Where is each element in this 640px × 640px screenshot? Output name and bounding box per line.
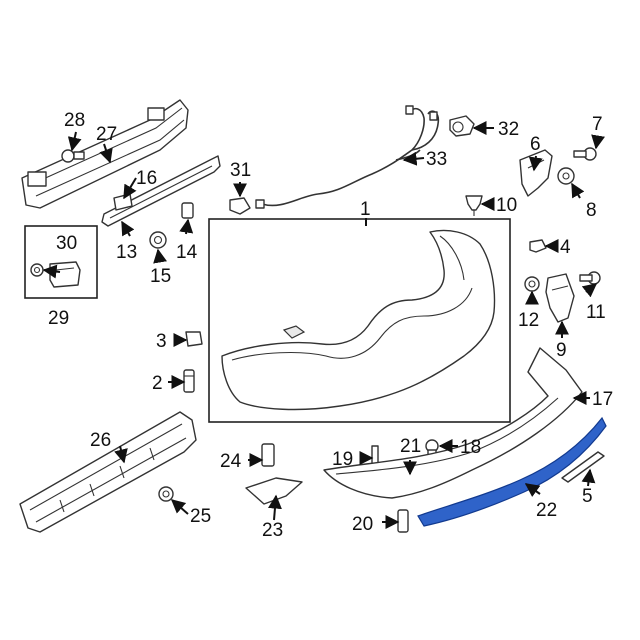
callout-2: 2 [152,373,163,394]
part-10-push-clip[interactable] [465,195,483,216]
callout-9: 9 [556,340,567,361]
part-33-wiring-harness[interactable] [255,105,440,209]
callout-15: 15 [150,266,171,287]
part-22-diffuser-highlighted[interactable] [417,416,607,527]
callout-8: 8 [586,200,597,221]
callout-27: 27 [96,124,117,145]
part-15-nut[interactable] [149,231,167,249]
callout-30: 30 [56,233,77,254]
callout-19: 19 [332,449,353,470]
callout-23: 23 [262,520,283,541]
part-2-bolt[interactable] [183,369,195,393]
part-9-side-bracket[interactable] [545,273,575,323]
callout-32: 32 [498,119,519,140]
part-25-nut[interactable] [158,486,174,502]
callout-14: 14 [176,242,198,263]
callout-22: 22 [536,500,557,521]
callout-10: 10 [496,195,517,216]
part-3-clip[interactable] [185,331,203,347]
part-24-bolt[interactable] [261,443,275,467]
part-4-clip[interactable] [529,239,547,253]
leader-lines [42,121,605,529]
callout-7: 7 [592,114,603,135]
callout-1: 1 [360,199,371,220]
callout-17: 17 [592,389,613,410]
part-20-bolt[interactable] [397,509,409,533]
part-32-parking-sensor[interactable] [449,115,475,137]
callout-3: 3 [156,331,167,352]
part-26-energy-absorber[interactable] [19,411,197,533]
callout-6: 6 [530,134,541,155]
part-1-bumper-cover[interactable] [221,229,496,411]
callout-21: 21 [400,436,421,457]
callout-13: 13 [116,242,137,263]
callout-5: 5 [582,486,593,507]
callout-29: 29 [48,308,69,329]
part-23-bracket[interactable] [245,477,303,505]
part-8-nut[interactable] [557,167,575,185]
callout-20: 20 [352,514,373,535]
callout-4: 4 [560,237,571,258]
callout-33: 33 [426,149,447,170]
part-1-frame [208,218,511,423]
callout-11: 11 [586,302,606,323]
part-31-connector[interactable] [229,197,251,215]
part-11-bolt[interactable] [579,271,601,285]
callout-25: 25 [190,506,211,527]
part-7-bolt[interactable] [573,147,597,161]
callout-26: 26 [90,430,111,451]
part-12-grommet[interactable] [524,276,540,292]
part-5-trim-strip[interactable] [561,451,605,483]
callout-12: 12 [518,310,539,331]
part-17-lower-valance[interactable] [323,347,583,499]
callout-16: 16 [136,168,157,189]
part-16-absorber-strip[interactable] [101,155,221,227]
callout-labels: 1 2 3 4 5 6 7 8 9 10 11 12 13 14 15 16 1… [48,110,613,541]
callout-18: 18 [460,437,481,458]
callout-31: 31 [230,160,251,181]
callout-24: 24 [220,451,242,472]
callout-28: 28 [64,110,85,131]
part-14-clip[interactable] [181,202,194,219]
